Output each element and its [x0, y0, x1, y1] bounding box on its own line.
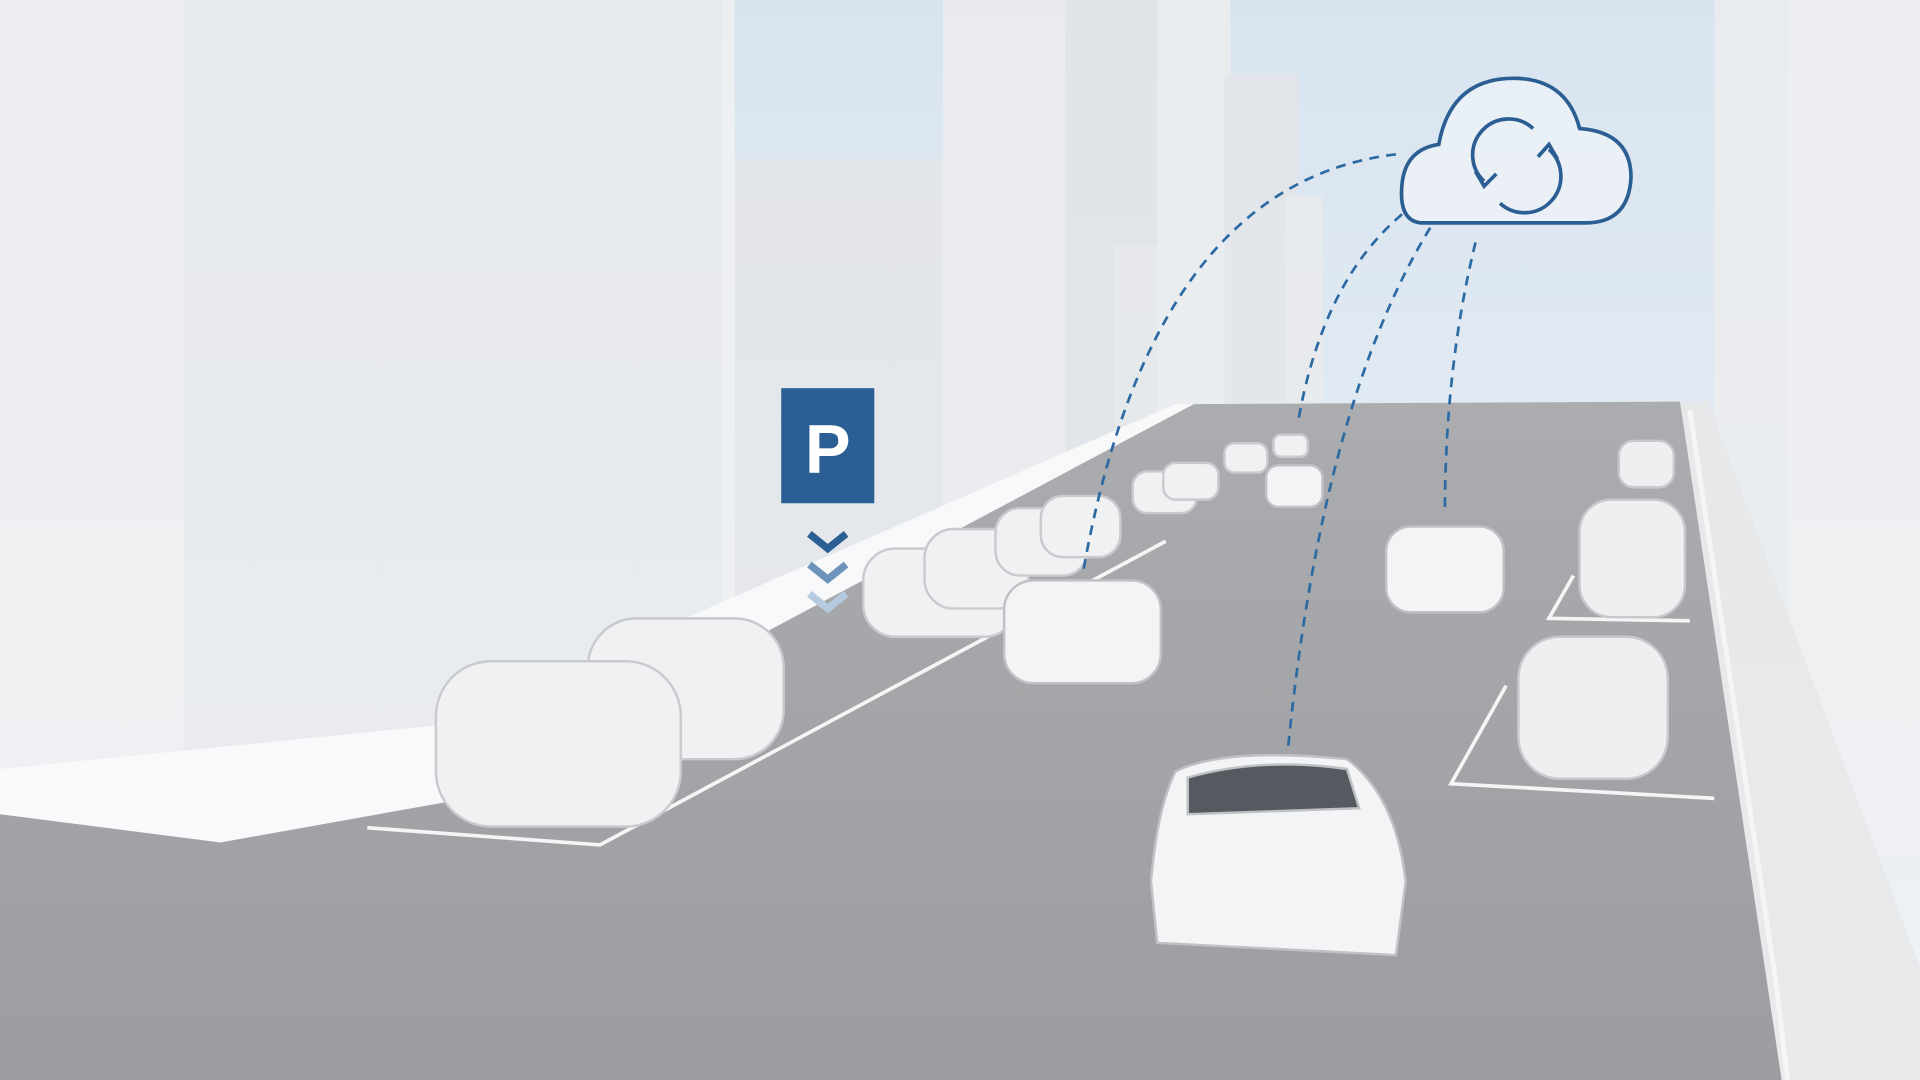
- moving-cars: [1002, 464, 1505, 957]
- parked-cars-right: [1517, 439, 1687, 780]
- cloud-sync-icon: [1399, 76, 1633, 225]
- parking-sign-label: P: [805, 411, 851, 488]
- data-connection-lines: [1081, 152, 1477, 748]
- parked-cars-left: [434, 433, 1309, 828]
- chevron-down-icon: [807, 531, 849, 614]
- parking-sign-icon: P: [781, 388, 875, 504]
